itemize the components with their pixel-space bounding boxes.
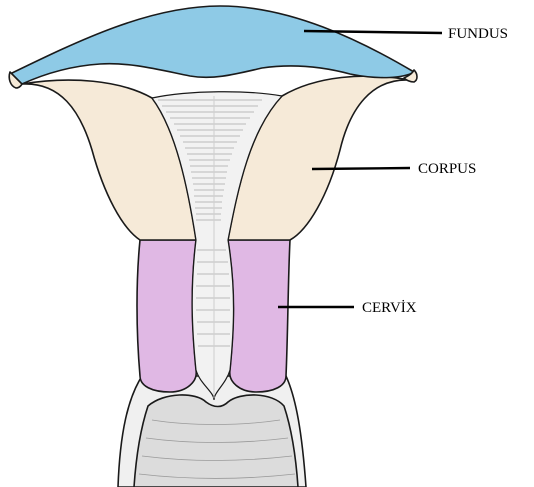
corpus-label: CORPUS	[418, 161, 476, 177]
cervix-label: CERVİX	[362, 300, 417, 316]
fundus-region	[9, 6, 417, 88]
fundus-label: FUNDUS	[448, 26, 508, 42]
corpus-leader-line	[312, 168, 410, 169]
fundus-dome	[10, 6, 414, 84]
vaginal-fornix	[134, 395, 298, 487]
cervix-right-lip	[228, 240, 290, 392]
cervix-left-lip	[137, 240, 196, 392]
